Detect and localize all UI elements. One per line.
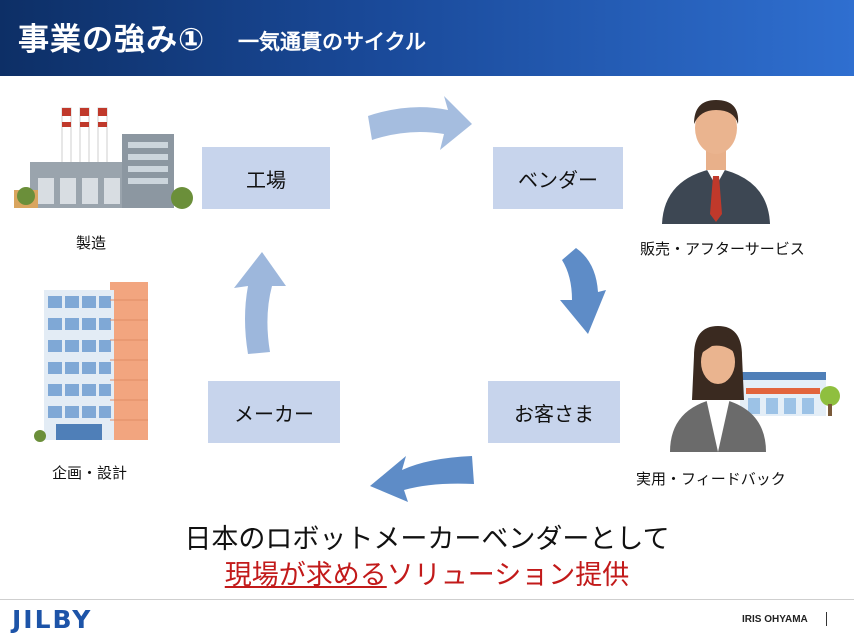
office-building-icon <box>34 282 148 442</box>
caption-sales-service: 販売・アフターサービス <box>640 240 805 258</box>
iris-ohyama-logo: IRIS OHYAMA <box>742 614 808 625</box>
maker-box: メーカー <box>208 381 340 443</box>
factory-icon <box>14 107 193 209</box>
tagline-line2: 現場が求めるソリューション提供 <box>0 553 854 592</box>
cycle-illustration <box>14 96 840 502</box>
supermarket-icon <box>740 372 840 416</box>
tagline-rest: ソリューション提供 <box>386 560 630 591</box>
tagline-emphasis: 現場が求める <box>224 560 387 591</box>
businesswoman-icon <box>670 326 766 452</box>
jilby-logo: JILBY <box>12 605 93 634</box>
arrow-customer-to-maker <box>370 456 474 502</box>
footer-divider <box>0 599 854 600</box>
factory-box: 工場 <box>202 147 330 209</box>
arrow-maker-to-factory <box>234 252 286 354</box>
customer-box: お客さま <box>488 381 620 443</box>
footer-separator <box>826 612 827 626</box>
page-title: 事業の強み① <box>18 22 206 58</box>
arrow-vendor-to-customer <box>560 248 606 334</box>
caption-usage-feedback: 実用・フィードバック <box>636 470 786 488</box>
arrow-factory-to-vendor <box>368 96 472 150</box>
cycle-arrows <box>234 96 606 502</box>
title-bar: 事業の強み① 一気通貫のサイクル <box>0 0 854 76</box>
businessman-icon <box>662 100 770 224</box>
caption-planning-design: 企画・設計 <box>52 464 128 482</box>
caption-manufacturing: 製造 <box>76 234 107 252</box>
page-subtitle: 一気通貫のサイクル <box>238 30 426 54</box>
vendor-box: ベンダー <box>493 147 623 209</box>
tagline-line1: 日本のロボットメーカーベンダーとして <box>184 524 670 555</box>
